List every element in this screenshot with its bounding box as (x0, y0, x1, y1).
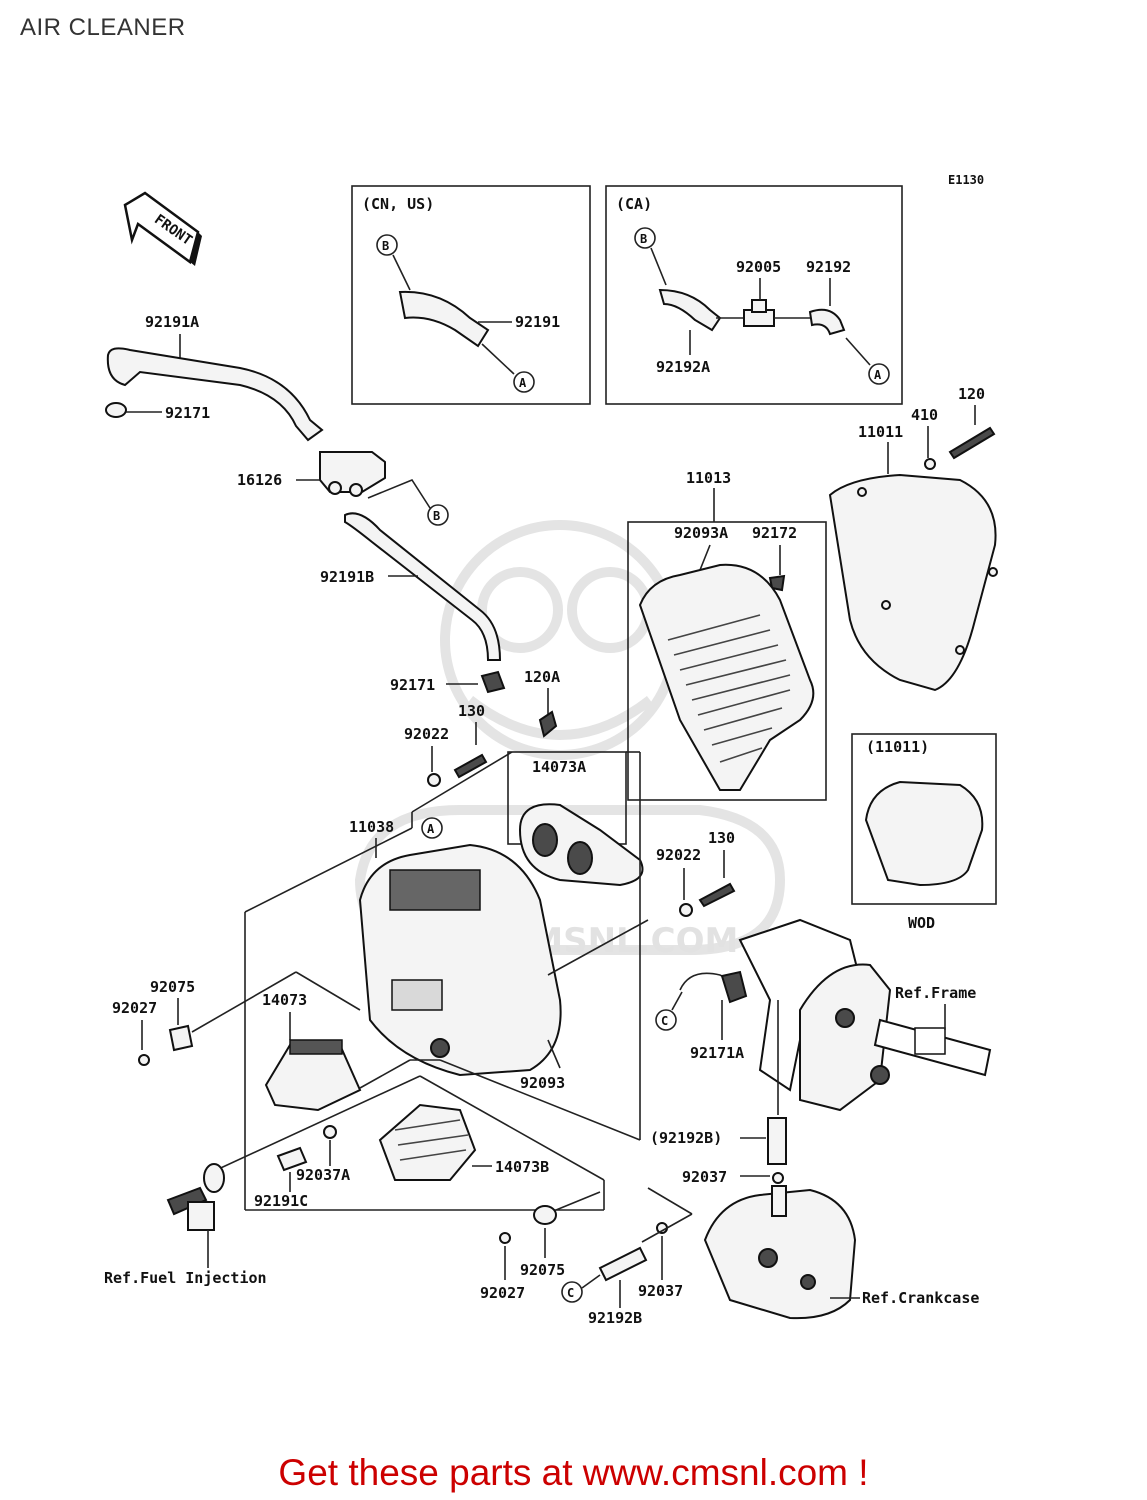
exploded-parts-diagram: WWW.CMSNL.COM E1130 FRONT (CN, US) B 921… (104, 173, 998, 1327)
wod-box-footer: WOD (908, 914, 935, 932)
part-92093: 92093 (520, 1074, 565, 1092)
air-cleaner-cover: 120 410 11011 (828, 385, 998, 692)
part-92191C: 92191C (254, 1192, 308, 1210)
wod-box-header: (11011) (866, 738, 929, 756)
part-120-top: 120 (958, 385, 985, 403)
diagram-code: E1130 (948, 173, 984, 187)
part-11013: 11013 (686, 469, 731, 487)
part-92191: 92191 (515, 313, 560, 331)
part-92191A: 92191A (145, 313, 199, 331)
part-92075-left: 92075 (150, 978, 195, 996)
ca-box-header: (CA) (616, 195, 652, 213)
wod-variant-box: (11011) WOD (851, 733, 997, 932)
part-92037-bottom: 92037 (638, 1282, 683, 1300)
page-title: AIR CLEANER (20, 14, 186, 41)
part-92093A: 92093A (674, 524, 728, 542)
part-11011: 11011 (858, 423, 903, 441)
frame-and-crankcase: Ref.Frame C 92171A (92192B) 92037 Ref.Cr… (650, 918, 992, 1320)
ref-fuel-injection: Ref.Fuel Injection (104, 1269, 267, 1287)
marker-b: B (433, 509, 440, 523)
intake-duct-parts: 92075 92027 14073 14073B 92037A 92191C (104, 971, 641, 1287)
bottom-hose-parts: 92075 92027 C 92192B 92037 (480, 1187, 693, 1327)
part-14073B: 14073B (495, 1158, 549, 1176)
part-92192B-paren: (92192B) (650, 1129, 722, 1147)
part-120A: 120A (524, 668, 560, 686)
front-arrow-icon: FRONT (123, 191, 202, 266)
part-92191B: 92191B (320, 568, 374, 586)
part-14073: 14073 (262, 991, 307, 1009)
ref-frame: Ref.Frame (895, 984, 976, 1002)
breather-hose-assembly: 92191A 92171 16126 B 92191B 92171 (105, 313, 506, 694)
ca-variant-box: (CA) B 92005 92192 92192A A (605, 185, 903, 405)
part-92027-left: 92027 (112, 999, 157, 1017)
part-130-right: 130 (708, 829, 735, 847)
cn-us-variant-box: (CN, US) B 92191 A (351, 185, 591, 405)
cn-us-box-header: (CN, US) (362, 195, 434, 213)
mounting-screws: 120A 130 92022 14073A 92022 130 (404, 668, 736, 917)
part-92005: 92005 (736, 258, 781, 276)
part-92075-bottom: 92075 (520, 1261, 565, 1279)
part-92192B: 92192B (588, 1309, 642, 1327)
part-410: 410 (911, 406, 938, 424)
part-11038: 11038 (349, 818, 394, 836)
part-92022-right: 92022 (656, 846, 701, 864)
part-92192: 92192 (806, 258, 851, 276)
part-92171-top: 92171 (165, 404, 210, 422)
air-filter-element: 11013 92093A 92172 (627, 469, 827, 801)
marker-c: C (567, 1286, 574, 1300)
part-130-left: 130 (458, 702, 485, 720)
marker-a: A (519, 376, 527, 390)
air-cleaner-case: 11038 A 92093 (244, 751, 649, 1211)
part-92037-right: 92037 (682, 1168, 727, 1186)
part-14073A: 14073A (532, 758, 586, 776)
marker-b: B (640, 232, 647, 246)
part-92027-bottom: 92027 (480, 1284, 525, 1302)
part-92192A: 92192A (656, 358, 710, 376)
ref-crankcase: Ref.Crankcase (862, 1289, 979, 1307)
part-92171A: 92171A (690, 1044, 744, 1062)
marker-a: A (874, 368, 882, 382)
marker-a: A (427, 822, 435, 836)
marker-c: C (661, 1014, 668, 1028)
call-to-action[interactable]: Get these parts at www.cmsnl.com ! (278, 1452, 869, 1493)
part-92172: 92172 (752, 524, 797, 542)
marker-b: B (382, 239, 389, 253)
part-92022-left: 92022 (404, 725, 449, 743)
part-92171-mid: 92171 (390, 676, 435, 694)
part-16126: 16126 (237, 471, 282, 489)
part-92037A: 92037A (296, 1166, 350, 1184)
